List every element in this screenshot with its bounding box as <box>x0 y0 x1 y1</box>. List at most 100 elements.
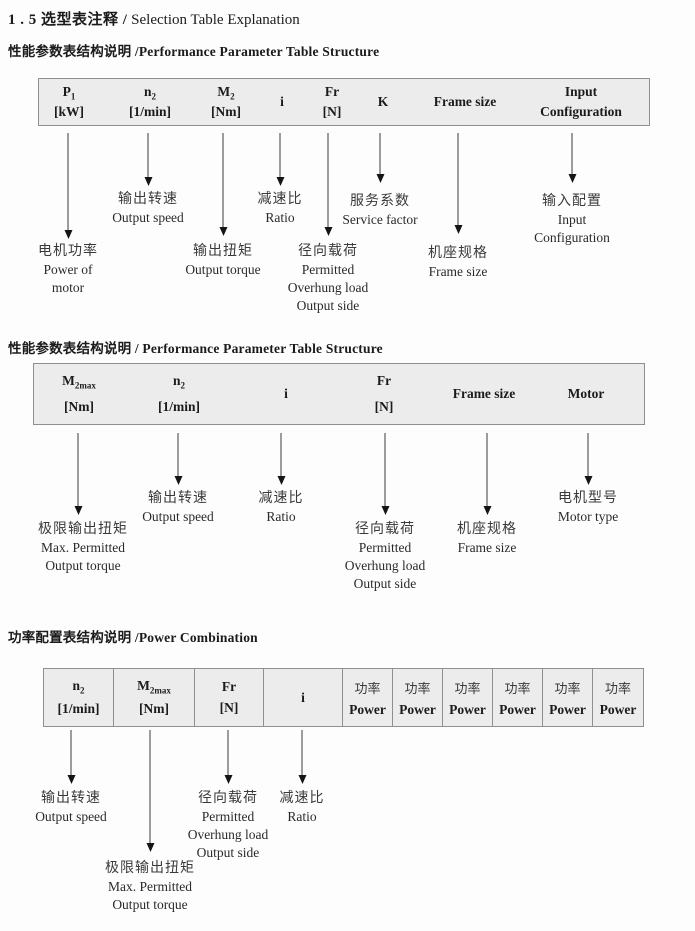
arrow-s2-fr <box>381 433 390 515</box>
t2-col-motor: Motor <box>568 364 605 424</box>
t2-col-n2: n2 [1/min] <box>158 364 200 424</box>
t1-col-p1: P1 [kW] <box>54 79 84 125</box>
label-s3-ratio: 减速比 Ratio <box>280 790 325 826</box>
label-line-en: Motor type <box>557 509 619 524</box>
arrow-head-icon <box>219 227 227 236</box>
cell-symbol: Frame size <box>452 386 516 401</box>
arrow-s1-i <box>276 133 285 186</box>
cell-symbol: K <box>377 94 389 109</box>
arrow-s3-m2max <box>146 730 155 852</box>
symbol-main: P <box>62 84 71 99</box>
arrow-s1-fr <box>324 133 333 236</box>
arrow-s1-m2 <box>219 133 228 236</box>
arrow-s2-motor <box>584 433 593 485</box>
label-s2-overhung-load: 径向载荷 Permitted Overhung load Output side <box>345 521 426 593</box>
t3-col-power-2: 功率 Power <box>393 669 443 726</box>
cell-symbol: Frame size <box>433 94 497 109</box>
label-line-zh: 极限输出扭矩 <box>38 522 128 537</box>
arrow-s3-n2 <box>67 730 76 784</box>
section1-heading: 性能参数表结构说明 /Performance Parameter Table S… <box>8 44 380 59</box>
section2-heading: 性能参数表结构说明 / Performance Parameter Table … <box>8 341 383 356</box>
arrow-shaft <box>149 730 151 843</box>
label-s1-output-speed: 输出转速 Output speed <box>112 191 184 227</box>
symbol-main: n <box>72 678 80 694</box>
label-line-en: Input <box>557 212 587 227</box>
label-s3-output-speed: 输出转速 Output speed <box>35 790 107 826</box>
label-s2-motor-type: 电机型号 Motor type <box>558 490 618 526</box>
arrow-s1-n2 <box>144 133 153 186</box>
symbol-sub: 2 <box>80 685 85 696</box>
cell-power-zh: 功率 <box>504 680 531 696</box>
t1-col-i: i <box>280 79 284 125</box>
t3-col-power-5: 功率 Power <box>543 669 593 726</box>
label-s3-max-torque: 极限输出扭矩 Max. Permitted Output torque <box>105 860 195 914</box>
symbol-sub: 2 <box>180 380 186 391</box>
symbol-sub: 2 <box>151 91 157 102</box>
label-line-zh: 输出转速 <box>148 491 208 506</box>
page-title-en: Selection Table Explanation <box>131 12 300 28</box>
label-line-en: Service factor <box>342 212 418 227</box>
arrow-s2-n2 <box>174 433 183 485</box>
arrow-s3-i <box>298 730 307 784</box>
t1-col-k: K <box>378 79 389 125</box>
label-line-en: Overhung load <box>187 827 269 842</box>
label-line-en: Overhung load <box>344 558 426 573</box>
t2-col-frame-size: Frame size <box>453 364 516 424</box>
label-s3-overhung-load: 径向载荷 Permitted Overhung load Output side <box>188 790 269 862</box>
arrow-head-icon <box>584 476 592 485</box>
label-line-en: Overhung load <box>287 280 369 295</box>
arrow-shaft <box>222 133 224 227</box>
label-s1-frame-size: 机座规格 Frame size <box>428 245 488 281</box>
t3-col-power-1: 功率 Power <box>343 669 393 726</box>
t3-col-fr: Fr [N] <box>195 669 264 726</box>
arrow-head-icon <box>483 506 491 515</box>
arrow-shaft <box>147 133 149 177</box>
label-line-en: Power of <box>43 262 93 277</box>
label-line-zh: 电机功率 <box>38 244 98 259</box>
arrow-s2-m2max <box>74 433 83 515</box>
label-s1-input-configuration: 输入配置 Input Configuration <box>534 193 610 247</box>
arrow-head-icon <box>454 225 462 234</box>
cell-power-zh: 功率 <box>404 680 431 696</box>
label-line-zh: 输出转速 <box>41 791 101 806</box>
symbol-main: n <box>143 84 152 99</box>
label-line-zh: 输出扭矩 <box>193 244 253 259</box>
label-line-zh: 电机型号 <box>558 491 618 506</box>
label-line-en: Output speed <box>142 509 214 524</box>
arrow-s1-input <box>568 133 577 183</box>
arrow-head-icon <box>174 476 182 485</box>
symbol-sub: 2max <box>74 380 96 391</box>
arrow-shaft <box>486 433 488 506</box>
t3-col-power-3: 功率 Power <box>443 669 493 726</box>
arrow-shaft <box>457 133 459 225</box>
label-line-en: Configuration <box>534 230 610 245</box>
cell-power-en: Power <box>449 701 486 717</box>
cell-symbol: i <box>301 689 305 705</box>
cell-unit: [Nm] <box>64 399 94 414</box>
cell-unit: [N] <box>322 104 342 119</box>
arrow-head-icon <box>276 177 284 186</box>
cell-power-en: Power <box>499 701 536 717</box>
arrow-head-icon <box>298 775 306 784</box>
t3-col-i: i <box>264 669 343 726</box>
label-line-en: Max. Permitted <box>108 879 192 894</box>
cell-symbol: i <box>284 386 288 401</box>
arrow-shaft <box>571 133 573 174</box>
cell-symbol: Input <box>564 84 598 99</box>
label-line-en: Output speed <box>112 210 184 225</box>
cell-symbol: n2 <box>72 678 84 696</box>
label-line-zh: 输入配置 <box>542 194 602 209</box>
cell-unit: Configuration <box>540 104 622 119</box>
cell-symbol: i <box>280 94 284 109</box>
label-line-zh: 径向载荷 <box>297 244 358 259</box>
arrow-shaft <box>227 730 229 775</box>
arrow-s1-k <box>376 133 385 183</box>
label-line-zh: 径向载荷 <box>354 522 415 537</box>
arrow-shaft <box>384 433 386 506</box>
label-s2-output-speed: 输出转速 Output speed <box>142 490 214 526</box>
label-line-en: Permitted <box>301 262 355 277</box>
arrow-shaft <box>280 433 282 476</box>
t3-col-power-4: 功率 Power <box>493 669 543 726</box>
label-line-en: Output side <box>296 298 360 313</box>
